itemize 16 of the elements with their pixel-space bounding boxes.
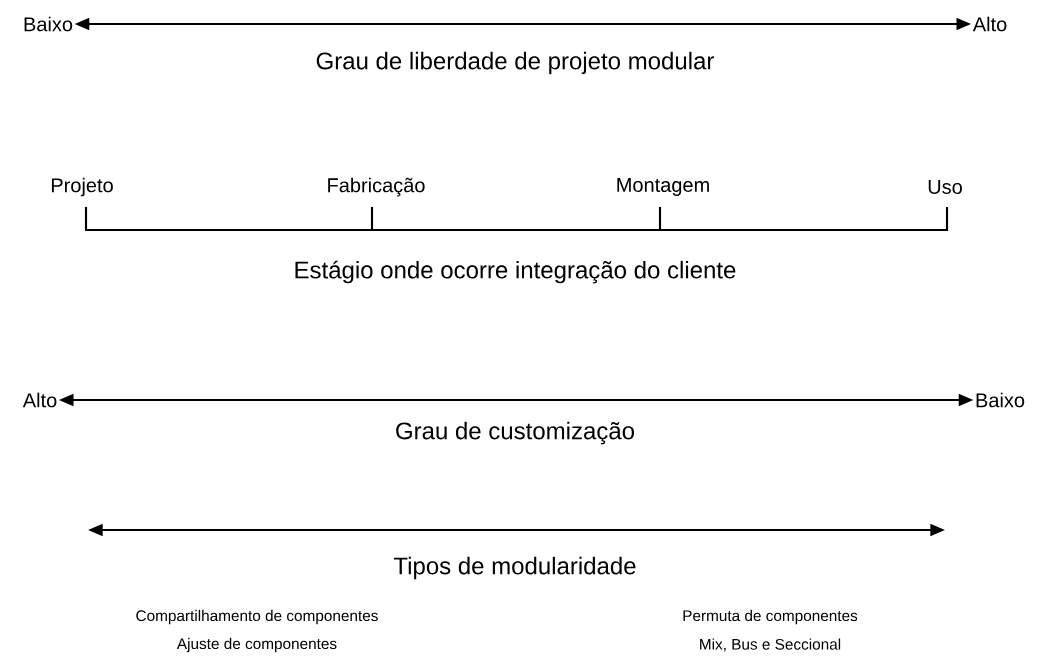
tick-label: Fabricação bbox=[328, 177, 425, 197]
tick-label: Uso bbox=[928, 180, 962, 194]
list-item: Permuta de componentes bbox=[683, 609, 858, 625]
end-label: Baixo bbox=[976, 392, 1025, 408]
list-item: Ajuste de componentes bbox=[176, 637, 337, 653]
axis-title: Estágio onde ocorre integração do cliente bbox=[295, 260, 736, 284]
list-item: Compartilhamento de componentes bbox=[136, 609, 378, 625]
axis-title: Grau de liberdade de projeto modular bbox=[316, 51, 714, 75]
end-label: Alto bbox=[972, 16, 1007, 32]
end-label: Baixo bbox=[24, 16, 73, 32]
axis-title: Grau de customização bbox=[396, 421, 634, 445]
axis-title: Tipos de modularidade bbox=[393, 556, 636, 580]
list-item: Mix, Bus e Seccional bbox=[700, 638, 841, 652]
tick-label: Projeto bbox=[51, 177, 113, 197]
tick-label: Montagem bbox=[617, 178, 709, 196]
end-label: Alto bbox=[22, 392, 57, 408]
